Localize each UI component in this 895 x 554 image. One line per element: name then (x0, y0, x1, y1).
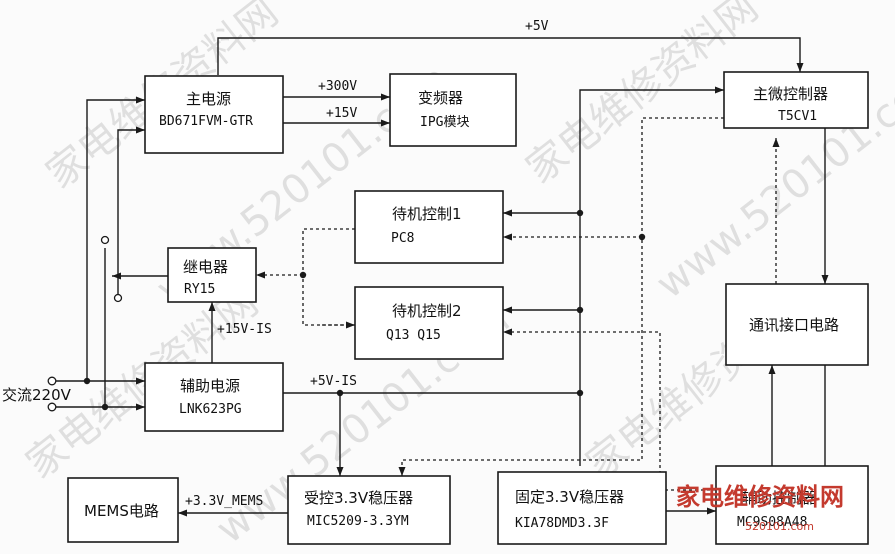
aux-mcu-title: 辅助控制器 (742, 489, 817, 507)
dash-standby-bus (302, 228, 355, 326)
junction-dots (83, 209, 646, 411)
ac-terminal-2 (47, 402, 57, 412)
solid-wires (56, 37, 829, 517)
switch-contact-bottom (113, 293, 123, 303)
relay-title: 继电器 (183, 258, 228, 276)
relay-part: RY15 (184, 282, 215, 297)
standby1-part: PC8 (391, 231, 414, 246)
label-300v: +300V (318, 79, 357, 94)
junction-dot (638, 233, 646, 241)
junction-dot (576, 306, 584, 314)
dash-mcu-ctrl-reg (398, 117, 724, 476)
label-5v: +5V (525, 19, 549, 34)
main-power-title: 主电源 (186, 90, 231, 108)
fixed-reg-part: KIA78DMD3.3F (515, 516, 609, 531)
block-relay: 继电器 RY15 (167, 247, 257, 303)
block-standby2: 待机控制2 Q13 Q15 (354, 286, 504, 360)
inverter-part: IPG模块 (420, 115, 469, 130)
junction-dot (101, 403, 109, 411)
block-mems: MEMS电路 (67, 477, 179, 543)
wire-5v-bus-mcu (579, 86, 724, 466)
block-fixed-reg: 固定3.3V稳压器 KIA78DMD3.3F (497, 471, 667, 545)
watermark-logo-text: 家电维修资料网 (676, 483, 844, 511)
junction-dot (576, 389, 584, 397)
block-ctrl-reg: 受控3.3V稳压器 MIC5209-3.3YM (287, 475, 451, 545)
standby2-part: Q13 Q15 (386, 328, 441, 343)
comm-title: 通讯接口电路 (749, 316, 839, 334)
ctrl-reg-title: 受控3.3V稳压器 (304, 489, 413, 507)
block-main-power: 主电源 BD671FVM-GTR (144, 75, 284, 154)
signal-labels: +5V +300V +15V +15V-IS +5V-IS +3.3V_MEMS… (2, 19, 549, 509)
watermark-logo: 家电维修资料网 520101.com (676, 483, 844, 533)
block-comm: 通讯接口电路 (725, 283, 869, 366)
inverter-title: 变频器 (418, 89, 463, 107)
main-mcu-title: 主微控制器 (753, 85, 828, 103)
standby2-title: 待机控制2 (392, 302, 462, 320)
block-inverter: 变频器 IPG模块 (389, 73, 517, 147)
terminals (47, 235, 123, 412)
dashed-wires (256, 117, 780, 491)
junction-dot (336, 389, 344, 397)
wire-ac-upper (56, 96, 145, 382)
label-5v-is: +5V-IS (310, 374, 357, 389)
switch-contact-top (100, 235, 110, 245)
aux-power-title: 辅助电源 (180, 377, 240, 395)
standby1-title: 待机控制1 (392, 205, 462, 223)
block-standby1: 待机控制1 PC8 (354, 190, 504, 264)
watermark-logo-url: 520101.com (745, 520, 814, 533)
label-15v-is: +15V-IS (217, 322, 272, 337)
ac-terminal-1 (47, 376, 57, 386)
aux-mcu-part: MC9S08A48 (737, 515, 807, 530)
label-15v: +15V (326, 106, 357, 121)
fixed-reg-title: 固定3.3V稳压器 (515, 488, 624, 506)
block-main-mcu: 主微控制器 T5CV1 (723, 71, 869, 129)
ctrl-reg-part: MIC5209-3.3YM (307, 514, 409, 529)
label-ac-220v: 交流220V (2, 386, 72, 404)
main-power-part: BD671FVM-GTR (159, 114, 253, 129)
wire-ac-lower (56, 248, 106, 408)
label-3v3-mems: +3.3V_MEMS (185, 494, 263, 509)
junction-dot (576, 209, 584, 217)
mems-title: MEMS电路 (84, 502, 159, 520)
junction-dot (83, 377, 91, 385)
dash-auxmcu-standby2 (503, 328, 716, 491)
wire-5v-top (217, 37, 804, 75)
junction-dot (299, 271, 307, 279)
aux-power-part: LNK623PG (179, 402, 242, 417)
block-aux-power: 辅助电源 LNK623PG (144, 362, 284, 432)
block-aux-mcu: 辅助控制器 MC9S08A48 (715, 465, 869, 545)
main-mcu-part: T5CV1 (778, 109, 817, 124)
wire-switch-main (117, 126, 145, 298)
